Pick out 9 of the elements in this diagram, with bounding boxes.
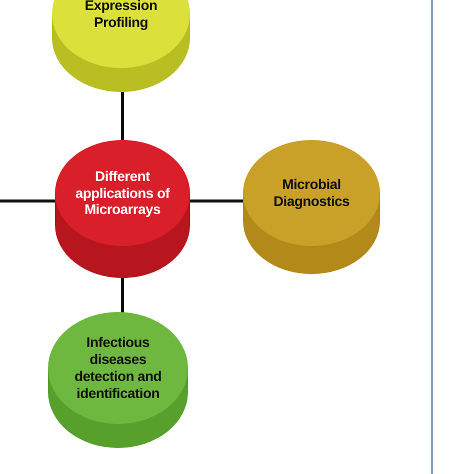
node-label: Different applications of Microarrays xyxy=(74,166,171,220)
node-label: Expression Profiling xyxy=(84,0,158,32)
node-label: Infectious diseases detection and identification xyxy=(73,333,163,403)
connector-line xyxy=(190,200,243,202)
disc-node xyxy=(55,140,190,278)
node-label: Microbial Diagnostics xyxy=(272,175,351,211)
disc-node xyxy=(48,312,188,448)
connector-line xyxy=(0,200,55,202)
disc-node xyxy=(243,140,380,274)
